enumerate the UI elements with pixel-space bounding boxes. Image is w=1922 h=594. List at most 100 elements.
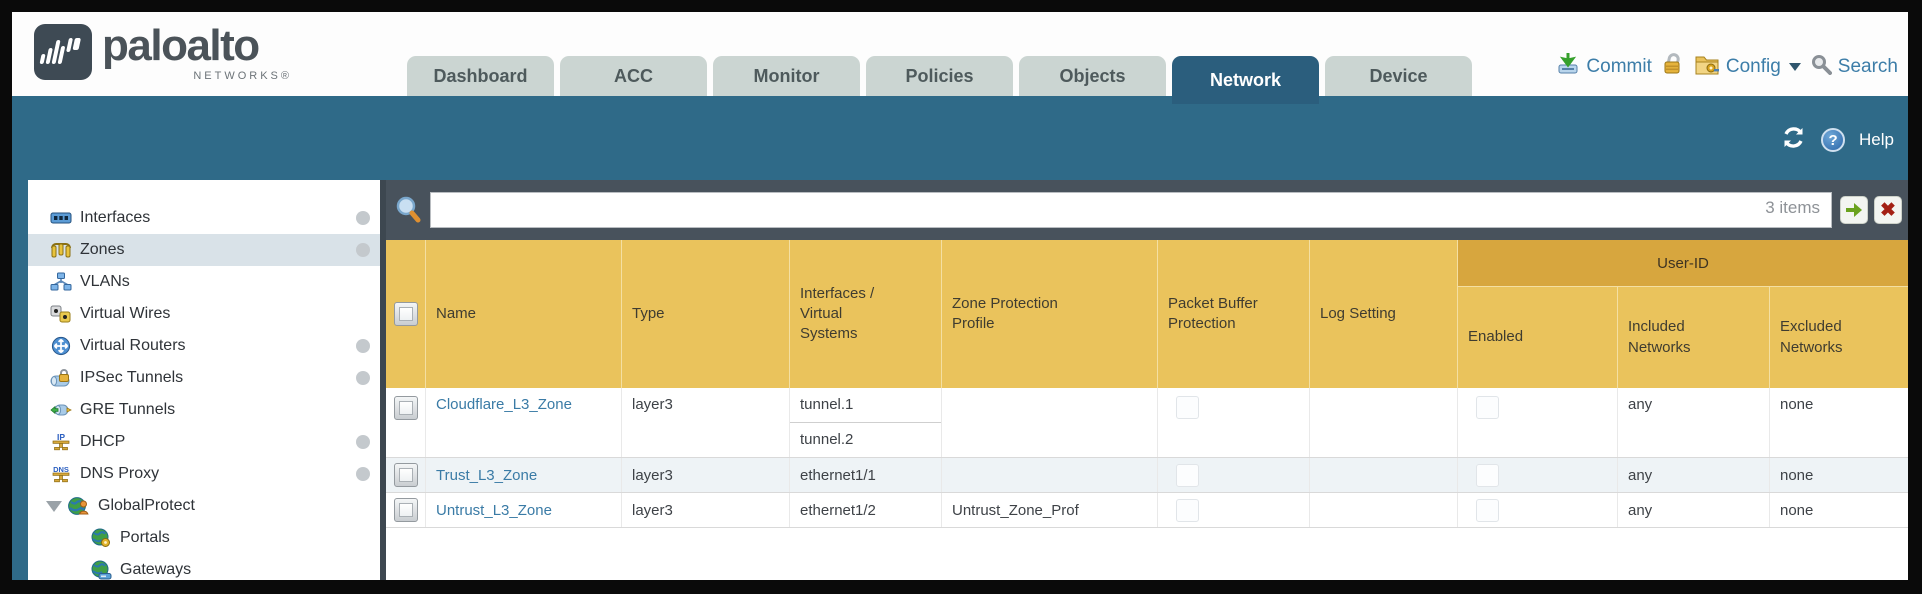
tab-monitor[interactable]: Monitor	[713, 56, 860, 96]
column-header-excluded-networks[interactable]: Excluded Networks	[1770, 286, 1908, 388]
packet-buffer-checkbox[interactable]	[1176, 396, 1199, 419]
global-search-button[interactable]: Search	[1811, 54, 1898, 81]
sidebar-item-portals[interactable]: Portals	[28, 522, 380, 554]
items-count: 3 items	[1765, 198, 1820, 217]
table-row: Trust_L3_Zone layer3 ethernet1/1 any non…	[386, 458, 1908, 493]
log-setting	[1310, 458, 1458, 492]
sidebar-item-ipsec-tunnels[interactable]: IPSec Tunnels	[28, 362, 380, 394]
zone-name-link[interactable]: Cloudflare_L3_Zone	[436, 396, 572, 413]
zone-interfaces: ethernet1/1	[790, 458, 942, 492]
zones-table-header: Name Type Interfaces / Virtual Systems Z…	[386, 240, 1908, 388]
help-label[interactable]: Help	[1859, 130, 1894, 149]
sidebar-item-vlans[interactable]: VLANs	[28, 266, 380, 298]
interface-entry: tunnel.2	[790, 422, 941, 457]
brand-networks-label: NETWORKS®	[193, 70, 292, 82]
modified-dot	[356, 435, 370, 449]
tab-network[interactable]: Network	[1172, 56, 1319, 104]
commit-button[interactable]: Commit	[1556, 52, 1652, 82]
teal-band: ? Help	[12, 96, 1908, 180]
paloalto-logo-icon	[34, 24, 92, 80]
content-area: Interfaces Zones	[12, 180, 1908, 580]
included-networks: any	[1618, 493, 1770, 527]
sidebar-item-interfaces[interactable]: Interfaces	[28, 202, 380, 234]
packet-buffer-checkbox[interactable]	[1176, 463, 1199, 487]
select-all-checkbox[interactable]	[393, 302, 418, 326]
network-sidebar: Interfaces Zones	[28, 180, 380, 580]
zone-type: layer3	[622, 388, 790, 457]
tab-acc[interactable]: ACC	[560, 56, 707, 96]
modified-dot	[356, 467, 370, 481]
user-id-group: User-ID Enabled Included Networks Exclud…	[1458, 240, 1908, 388]
search-icon	[1811, 54, 1832, 81]
tab-dashboard[interactable]: Dashboard	[407, 56, 554, 96]
portals-icon	[90, 528, 112, 548]
sidebar-divider	[380, 180, 386, 580]
zone-name-link[interactable]: Untrust_L3_Zone	[436, 501, 552, 519]
excluded-networks: none	[1780, 466, 1814, 484]
tab-objects[interactable]: Objects	[1019, 56, 1166, 96]
sidebar-item-zones[interactable]: Zones	[28, 234, 380, 266]
row-checkbox[interactable]	[393, 396, 418, 420]
sidebar-item-globalprotect[interactable]: GlobalProtect	[28, 490, 380, 522]
config-menu[interactable]: Config	[1694, 52, 1801, 82]
column-header-log-setting[interactable]: Log Setting	[1310, 240, 1458, 388]
modified-dot	[356, 211, 370, 225]
globalprotect-icon	[68, 496, 90, 516]
column-header-zone-protection[interactable]: Zone Protection Profile	[942, 240, 1158, 388]
collapse-triangle-icon[interactable]	[46, 500, 62, 512]
packet-buffer-checkbox[interactable]	[1176, 498, 1199, 522]
column-group-user-id: User-ID	[1458, 240, 1908, 286]
zone-type: layer3	[622, 493, 790, 527]
row-checkbox[interactable]	[393, 463, 418, 487]
column-header-type[interactable]: Type	[622, 240, 790, 388]
excluded-networks: none	[1780, 501, 1814, 519]
table-row: Untrust_L3_Zone layer3 ethernet1/2 Untru…	[386, 493, 1908, 528]
column-header-packet-buffer[interactable]: Packet Buffer Protection	[1158, 240, 1310, 388]
chevron-down-icon	[1788, 63, 1801, 71]
filter-search-icon	[393, 194, 423, 231]
interface-entry: tunnel.1	[790, 388, 941, 423]
modified-dot	[356, 339, 370, 353]
column-header-included-networks[interactable]: Included Networks	[1618, 286, 1770, 388]
vlans-icon	[50, 272, 72, 292]
user-id-enabled-checkbox[interactable]	[1476, 396, 1499, 419]
help-icon[interactable]: ?	[1821, 128, 1846, 152]
zone-interfaces: tunnel.1 tunnel.2	[790, 388, 942, 457]
excluded-networks: none	[1780, 396, 1814, 413]
zones-panel: 3 items ✖ Name Type	[386, 180, 1908, 580]
dhcp-icon: IP	[50, 432, 72, 452]
column-header-name[interactable]: Name	[426, 240, 622, 388]
tab-device[interactable]: Device	[1325, 56, 1472, 96]
utility-menu: Commit	[1556, 52, 1898, 82]
unlock-button[interactable]	[1662, 52, 1684, 82]
config-icon	[1694, 52, 1720, 82]
included-networks: any	[1618, 388, 1770, 457]
main-tabs: Dashboard ACC Monitor Policies Objects N…	[407, 48, 1472, 104]
included-networks: any	[1618, 458, 1770, 492]
clear-filter-button[interactable]: ✖	[1874, 196, 1902, 224]
virtual-routers-icon	[50, 336, 72, 356]
sidebar-item-dhcp[interactable]: IP DHCP	[28, 426, 380, 458]
sidebar-item-dns-proxy[interactable]: DNS DNS Proxy	[28, 458, 380, 490]
apply-filter-button[interactable]	[1840, 196, 1868, 224]
refresh-icon[interactable]	[1780, 124, 1807, 156]
filter-input[interactable]	[430, 192, 1832, 228]
top-bar: paloalto NETWORKS® Dashboard ACC Monitor…	[12, 12, 1908, 104]
zone-interfaces: ethernet1/2	[790, 493, 942, 527]
sidebar-item-virtual-wires[interactable]: Virtual Wires	[28, 298, 380, 330]
svg-text:DNS: DNS	[53, 465, 69, 474]
select-all-cell	[386, 240, 426, 388]
zone-type: layer3	[622, 458, 790, 492]
column-header-interfaces[interactable]: Interfaces / Virtual Systems	[790, 240, 942, 388]
column-header-enabled[interactable]: Enabled	[1458, 286, 1618, 388]
row-checkbox[interactable]	[393, 498, 418, 522]
user-id-enabled-checkbox[interactable]	[1476, 498, 1499, 522]
sidebar-item-gateways[interactable]: Gateways	[28, 554, 380, 586]
sidebar-item-virtual-routers[interactable]: Virtual Routers	[28, 330, 380, 362]
sidebar-item-gre-tunnels[interactable]: GRE Tunnels	[28, 394, 380, 426]
tab-policies[interactable]: Policies	[866, 56, 1013, 96]
zone-name-link[interactable]: Trust_L3_Zone	[436, 466, 538, 484]
user-id-enabled-checkbox[interactable]	[1476, 463, 1499, 487]
ipsec-tunnels-icon	[50, 368, 72, 388]
log-setting	[1310, 388, 1458, 457]
